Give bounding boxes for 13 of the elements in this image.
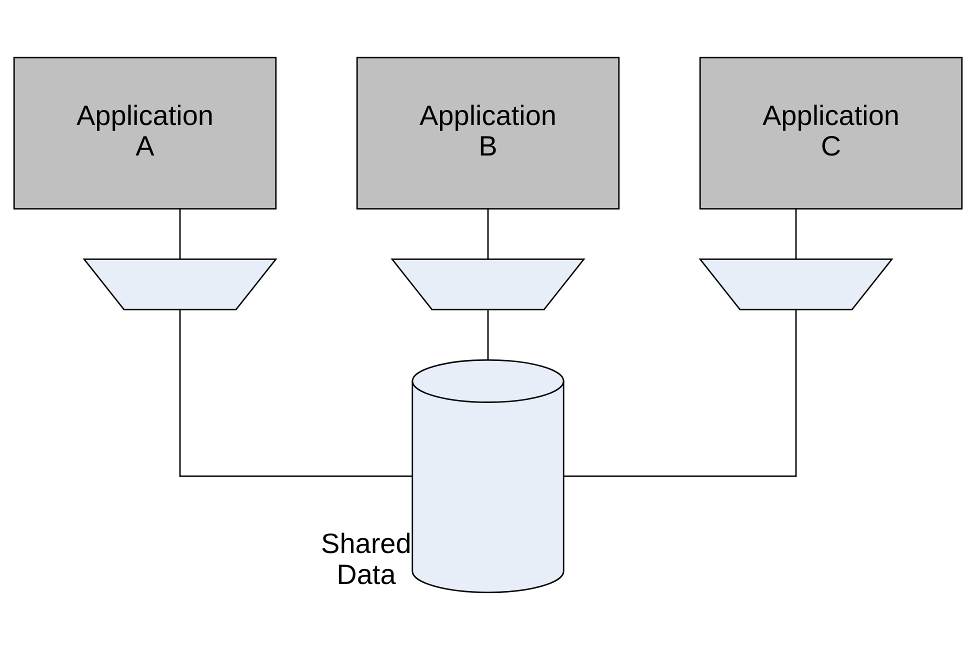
connector (487, 209, 489, 259)
node-trapezoid (82, 258, 278, 310)
node-box: Application B (356, 56, 620, 210)
connector (487, 310, 489, 360)
node-trapezoid (390, 258, 586, 310)
connector (795, 209, 797, 259)
node-trapezoid (698, 258, 894, 310)
node-box: Application A (13, 56, 277, 210)
node-box: Application C (699, 56, 963, 210)
connector (179, 310, 412, 477)
connector (179, 209, 181, 259)
node-label: Shared Data (321, 528, 412, 590)
connector (564, 310, 797, 477)
